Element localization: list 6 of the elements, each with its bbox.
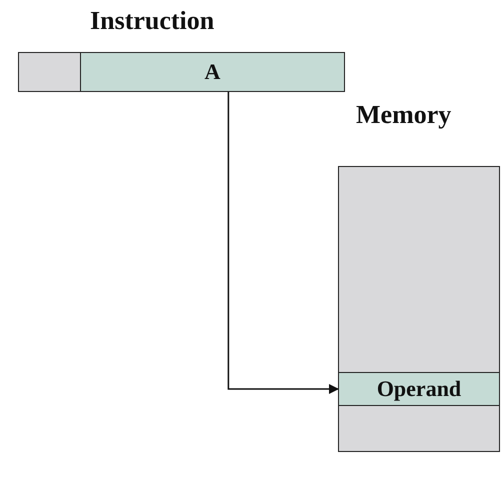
arrow bbox=[228, 92, 339, 394]
field-box: Operand bbox=[338, 372, 500, 406]
group-heading: Memory bbox=[356, 100, 452, 130]
empty-field-box bbox=[338, 405, 500, 452]
group-heading: Instruction bbox=[90, 6, 214, 36]
field-box: A bbox=[80, 52, 345, 92]
